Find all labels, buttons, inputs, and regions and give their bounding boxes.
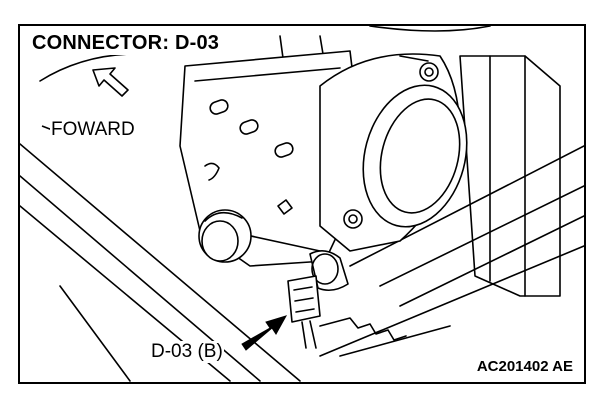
pointer-arrow-icon bbox=[241, 315, 288, 351]
lower-rail bbox=[319, 317, 451, 357]
forward-direction-label: FOWARD bbox=[50, 119, 136, 141]
bracket-knob bbox=[198, 209, 252, 263]
connector-d03-body bbox=[287, 250, 349, 349]
actuator-housing bbox=[319, 53, 468, 252]
side-panel bbox=[459, 55, 561, 297]
connector-illustration bbox=[20, 26, 584, 382]
diagram-frame: CONNECTOR: D-03 FOWARD D-03 (B) AC201402… bbox=[18, 24, 586, 384]
upper-arc bbox=[39, 53, 131, 82]
diagram-title: CONNECTOR: D-03 bbox=[30, 32, 222, 55]
figure-code: AC201402 AE bbox=[475, 358, 574, 375]
connector-callout-label: D-03 (B) bbox=[150, 341, 224, 363]
forward-arrow-icon bbox=[92, 67, 129, 97]
